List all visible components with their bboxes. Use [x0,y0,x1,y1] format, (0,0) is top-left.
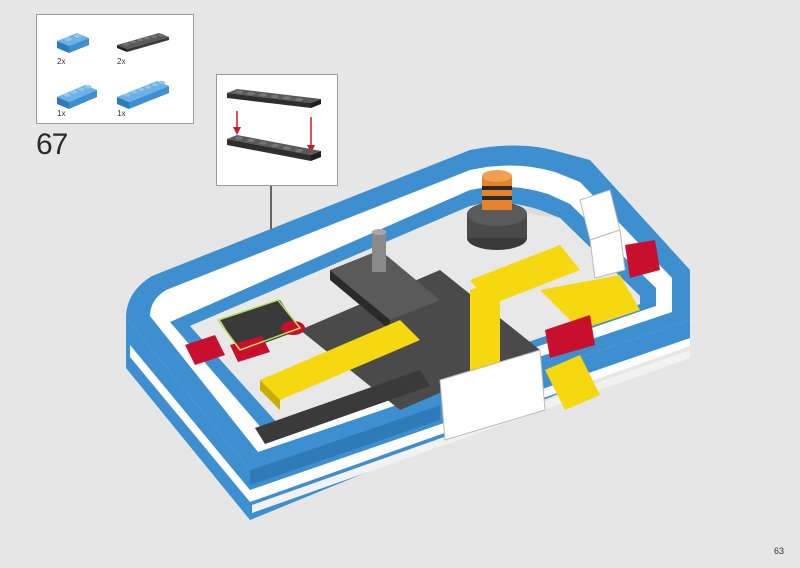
sub-assembly-callout [216,74,338,186]
quantity-label: 2x [57,57,66,66]
stacked-plates-diagram [227,89,321,161]
orange-tower [467,170,527,250]
pole-top [372,229,386,235]
page-number: 63 [773,546,784,556]
new-parts-highlight [216,299,302,351]
quantity-label: 1x [57,109,66,118]
blue-plate-1x2-icon [55,29,91,55]
quantity-label: 2x [117,57,126,66]
white-bricks [439,189,626,441]
blue-plate-1x6-icon [115,77,171,111]
blue-plate-1x4-icon [55,81,99,111]
parts-list-box: 2x 2x 1x [36,14,194,124]
dark-grey-plate-1x6-icon [115,31,171,53]
step-number: 67 [36,128,68,161]
grey-pole [372,232,386,272]
quantity-label: 1x [117,109,126,118]
